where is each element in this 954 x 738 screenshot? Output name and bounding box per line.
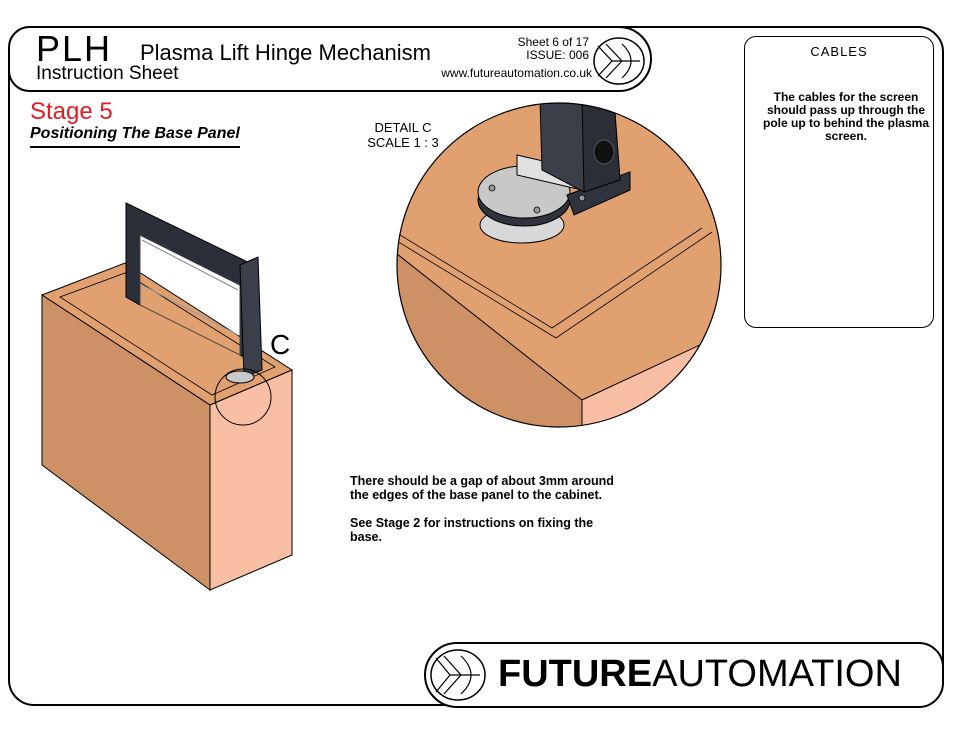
sheet-number: Sheet 6 of 17	[517, 35, 589, 49]
cabinet-drawing	[40, 202, 294, 591]
instruction-notes: There should be a gap of about 3mm aroun…	[350, 474, 625, 558]
logo-icon	[593, 37, 645, 85]
gap-note: There should be a gap of about 3mm aroun…	[350, 474, 614, 502]
detail-marker: C	[270, 329, 291, 360]
detail-label: DETAIL C	[374, 120, 432, 135]
cables-text: The cables for the screen should pass up…	[762, 90, 929, 143]
cables-title: CABLES	[810, 44, 868, 59]
brand-name-regular: AUTOMATION	[652, 653, 902, 695]
stage-subtitle: Positioning The Base Panel	[30, 124, 240, 148]
stage-title: Stage 5	[30, 98, 113, 125]
document-type: Instruction Sheet	[36, 63, 179, 84]
title-block	[8, 26, 652, 92]
website-url: www.futureautomation.co.uk	[441, 66, 592, 80]
detail-c-view	[396, 102, 722, 428]
stage-reference-note: See Stage 2 for instructions on fixing t…	[350, 516, 594, 544]
product-code: PLH	[36, 28, 113, 69]
issue-number: ISSUE: 006	[526, 48, 589, 62]
detail-scale: SCALE 1 : 3	[367, 135, 439, 150]
sheet-info: Sheet 6 of 17 ISSUE: 006	[497, 36, 589, 62]
detail-caption: DETAIL C SCALE 1 : 3	[356, 120, 450, 150]
brand-logo-icon	[430, 649, 486, 701]
brand-block	[424, 642, 944, 708]
brand-name: FUTUREAUTOMATION	[498, 648, 902, 700]
product-name: Plasma Lift Hinge Mechanism	[140, 40, 432, 65]
cables-panel	[744, 36, 934, 328]
brand-name-bold: FUTURE	[498, 653, 653, 695]
